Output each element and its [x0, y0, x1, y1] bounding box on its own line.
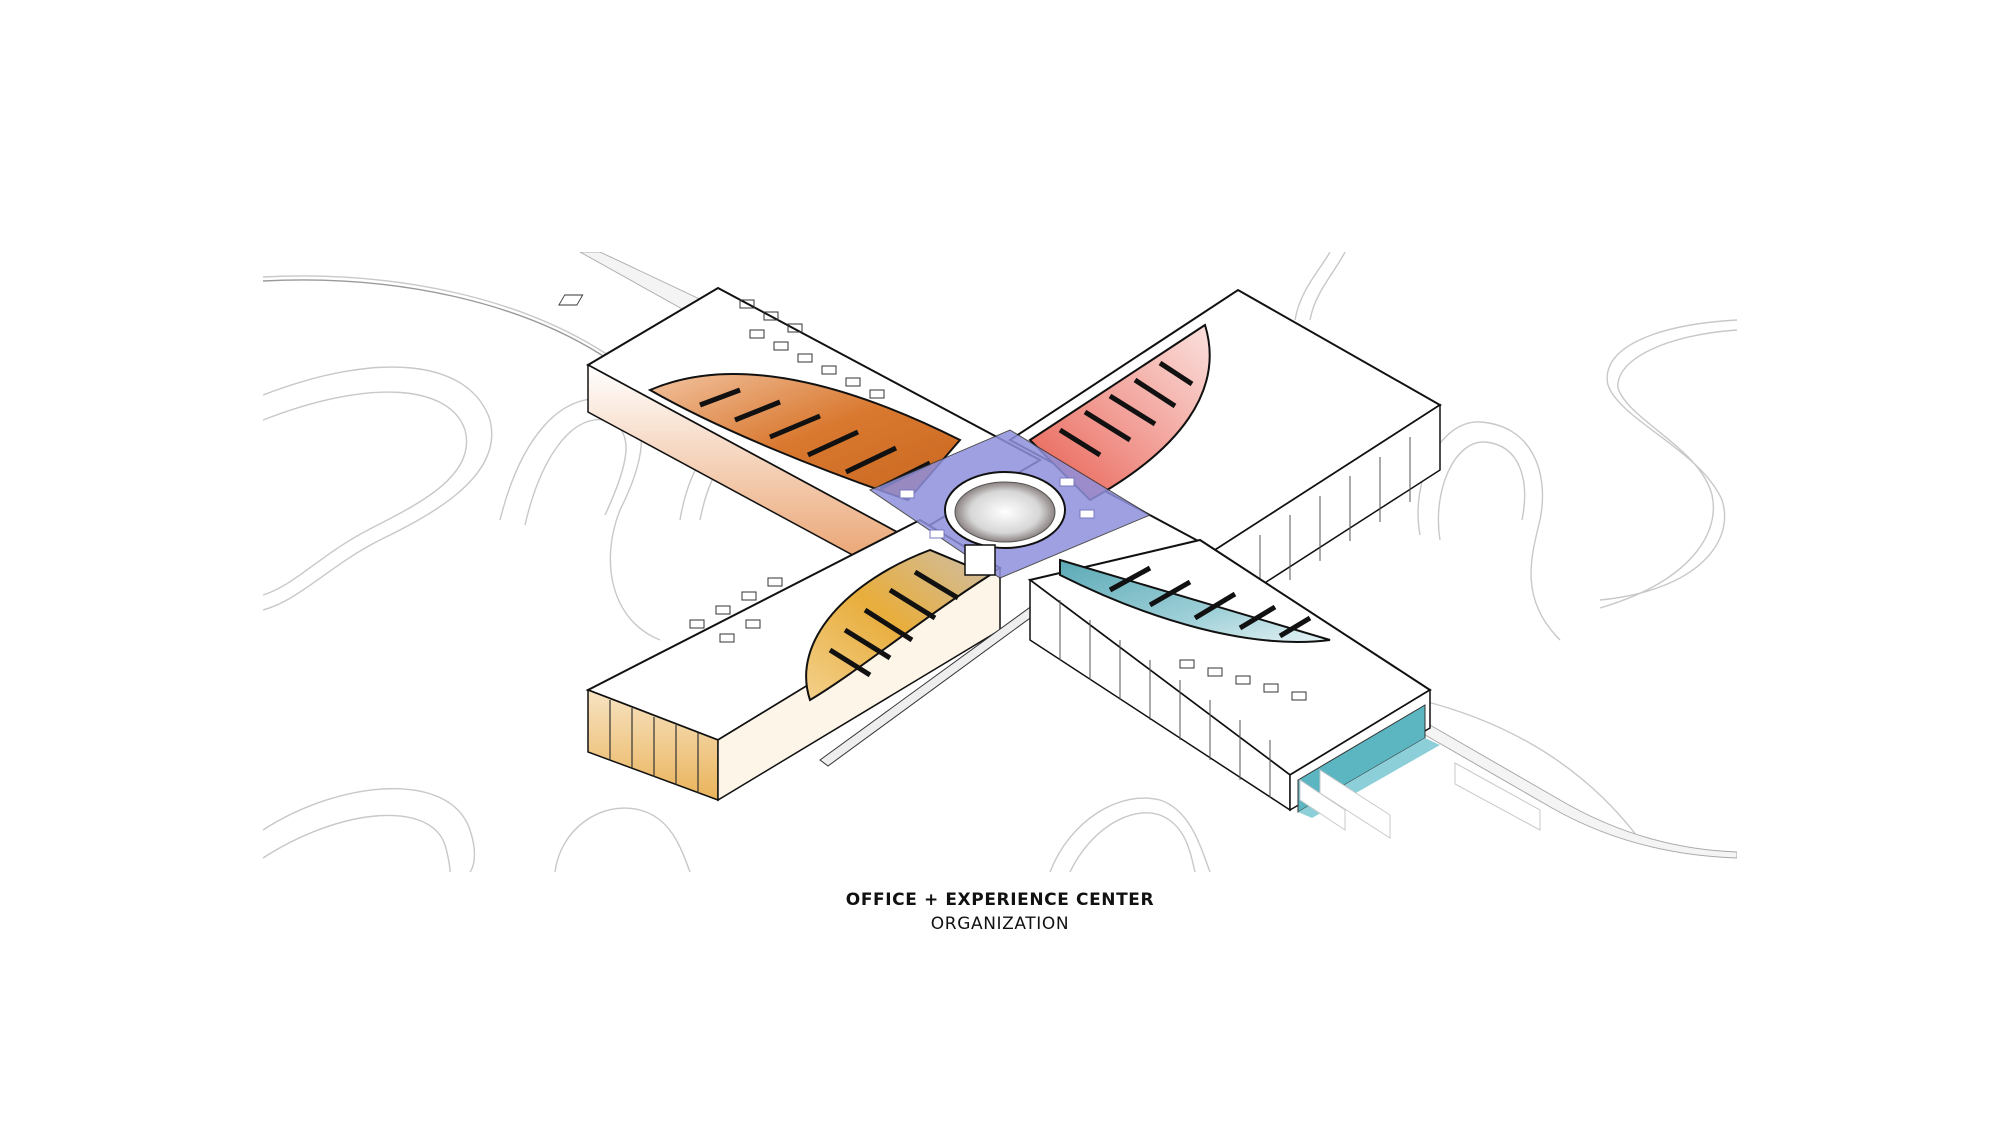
diagram-title: OFFICE + EXPERIENCE CENTER — [845, 890, 1155, 910]
atrium-tree — [954, 481, 1056, 543]
central-hub — [868, 429, 1152, 579]
truck-2 — [1319, 769, 1391, 839]
roof-skylights — [689, 299, 1307, 701]
diagram-subtitle: ORGANIZATION — [930, 914, 1070, 934]
core-box — [964, 544, 996, 576]
wing-southeast — [1027, 538, 1541, 839]
truck-3 — [1454, 762, 1541, 831]
road-southeast — [1419, 724, 1737, 859]
diagram-caption: OFFICE + EXPERIENCE CENTER ORGANIZATION — [0, 888, 2000, 936]
wing-southwest — [585, 518, 1049, 802]
